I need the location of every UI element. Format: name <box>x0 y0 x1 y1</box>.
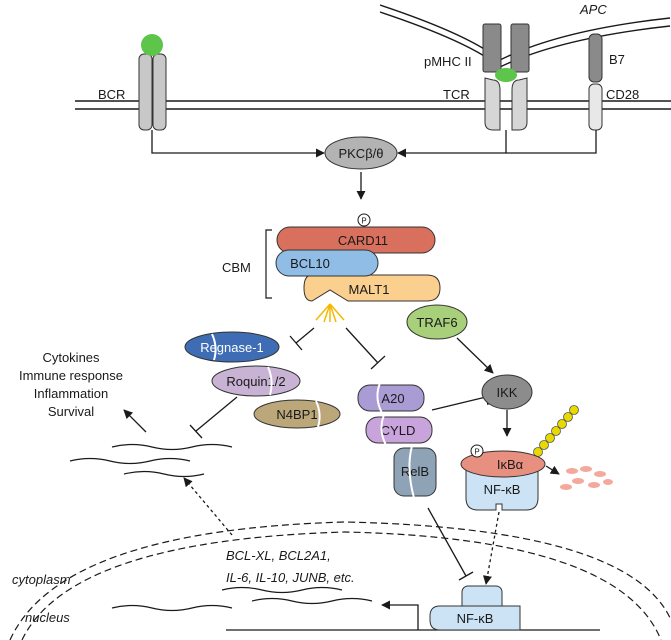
nuclear-envelope <box>9 521 671 640</box>
n4bp1-label: N4BP1 <box>276 407 317 422</box>
nfkb-nuclear-node <box>429 585 521 631</box>
ubiquitin-chain <box>533 405 579 457</box>
bcl10-node <box>275 249 379 277</box>
cbm-label: CBM <box>222 260 251 275</box>
cd28-label: CD28 <box>606 87 639 102</box>
regnase-label: Regnase-1 <box>200 340 264 355</box>
b7-ligand <box>588 33 603 83</box>
bcl10-label: BCL10 <box>290 256 330 271</box>
mrna-export-arrow <box>183 477 233 536</box>
nfkb-cytoplasmic-node <box>465 469 539 511</box>
outcome-survival: Survival <box>48 404 94 419</box>
b7-label: B7 <box>609 52 625 67</box>
pmhc-label: pMHC II <box>424 54 472 69</box>
traf6-to-ikk-arrow <box>456 337 494 374</box>
receptor-to-pkc-arrows <box>151 130 597 158</box>
plasma-membrane <box>75 100 671 110</box>
bcr-label: BCR <box>98 87 125 102</box>
a20-label: A20 <box>381 391 404 406</box>
cytoplasm-label: cytoplasm <box>12 572 71 587</box>
roquin-label: Roquin1/2 <box>226 374 285 389</box>
a20-node <box>357 384 425 412</box>
nucleus-label: nucleus <box>25 610 70 625</box>
target-genes-line2: IL-6, IL-10, JUNB, etc. <box>226 570 355 585</box>
relb-cleavage-mark <box>408 445 415 499</box>
relb-node <box>393 447 437 497</box>
transcription-arrow <box>381 600 419 630</box>
malt1-inhibition-lines <box>289 327 386 370</box>
malt1-node <box>303 274 441 302</box>
n4bp1-cleavage-mark <box>315 400 321 428</box>
card11-label: CARD11 <box>338 233 388 248</box>
cd28-receptor <box>588 83 603 131</box>
relb-label: RelB <box>401 464 429 479</box>
ikk-label: IKK <box>497 385 518 400</box>
nfkb-nuclear-label: NF-κB <box>457 611 494 626</box>
ikba-node <box>460 450 546 478</box>
a20-inhibits-ikk-line <box>431 388 489 411</box>
relb-inhibition-line <box>427 507 474 581</box>
apc-label: APC <box>579 2 607 17</box>
roquin-cleavage-mark <box>267 366 273 396</box>
cbm-bracket <box>265 229 272 299</box>
outcome-cytokines: Cytokines <box>42 350 100 365</box>
ikba-phospho-label: P <box>474 448 479 457</box>
phospho-icon <box>357 213 371 227</box>
antigen-icon <box>141 34 163 56</box>
pkc-label: PKCβ/θ <box>338 146 383 161</box>
pkc-node <box>324 136 398 170</box>
outcome-immune-response: Immune response <box>19 368 123 383</box>
peptide-icon <box>495 68 517 82</box>
cleavage-rays <box>315 303 345 323</box>
phospho-label: P <box>361 217 366 226</box>
cyld-label: CYLD <box>381 423 416 438</box>
degradation-fragments <box>560 466 613 490</box>
malt1-label: MALT1 <box>349 282 390 297</box>
traf6-node <box>406 304 468 340</box>
ikk-node <box>481 374 533 410</box>
mrna-to-outcome-arrow <box>123 409 147 433</box>
ikba-degradation-arrow <box>545 465 560 475</box>
pmhc-ii <box>482 23 530 82</box>
bcr-receptor <box>138 34 167 131</box>
nfkb-translocation-arrow <box>482 511 500 585</box>
nfkb-cytoplasmic-label: NF-κB <box>484 482 521 497</box>
regnase-node <box>184 331 280 363</box>
regnase-cleavage-mark <box>211 333 217 361</box>
roquin-node <box>211 365 301 397</box>
ikba-label: IκBα <box>497 457 524 472</box>
tcr-receptor <box>484 77 528 131</box>
cytoplasmic-mrna <box>69 443 233 478</box>
traf6-label: TRAF6 <box>416 315 457 330</box>
tcr-label: TCR <box>443 87 470 102</box>
roquin-inhibition-line <box>189 396 238 439</box>
nuclear-mrna <box>111 586 373 612</box>
ikba-phospho-icon <box>470 444 484 458</box>
outcome-inflammation: Inflammation <box>34 386 108 401</box>
target-genes-line1: BCL-XL, BCL2A1, <box>226 548 331 563</box>
cyld-cleavage-mark <box>380 414 387 446</box>
a20-cleavage-mark <box>376 382 383 414</box>
